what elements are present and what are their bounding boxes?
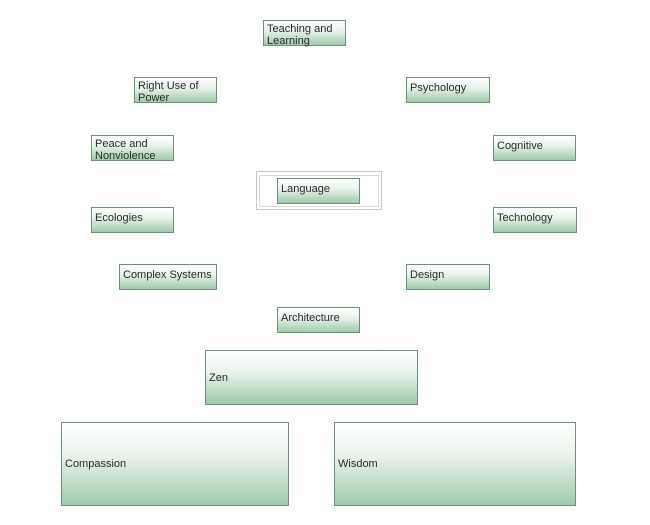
node-technology[interactable]: Technology [493,207,577,233]
node-design[interactable]: Design [406,264,490,290]
node-label: Teaching and Learning [267,23,333,47]
node-label: Right Use of Power [138,80,199,104]
node-label: Complex Systems [123,269,212,281]
node-compassion[interactable]: Compassion [61,422,289,506]
node-cognitive[interactable]: Cognitive [493,135,576,161]
node-zen[interactable]: Zen [205,350,418,405]
node-label: Zen [209,371,228,384]
node-complex-systems[interactable]: Complex Systems [119,264,217,290]
node-label: Peace and Nonviolence [95,138,156,162]
node-peace-and-nonviolence[interactable]: Peace and Nonviolence [91,135,174,162]
node-label: Cognitive [497,140,543,152]
node-label: Ecologies [95,212,143,224]
node-language[interactable]: Language [277,178,360,204]
node-label: Compassion [65,458,127,470]
node-label: Architecture [281,312,340,324]
node-right-use-of-power[interactable]: Right Use of Power [134,77,217,104]
node-architecture[interactable]: Architecture [277,307,360,333]
node-label: Wisdom [338,458,378,470]
node-label: Language [281,183,330,195]
node-label: Technology [497,212,553,224]
node-teaching-and-learning[interactable]: Teaching and Learning [263,20,346,47]
node-label: Psychology [410,82,467,94]
node-label: Design [410,269,445,281]
node-ecologies[interactable]: Ecologies [91,207,174,233]
language-selection-inner-frame [259,175,379,207]
node-psychology[interactable]: Psychology [406,77,490,103]
node-wisdom[interactable]: Wisdom [334,422,576,506]
